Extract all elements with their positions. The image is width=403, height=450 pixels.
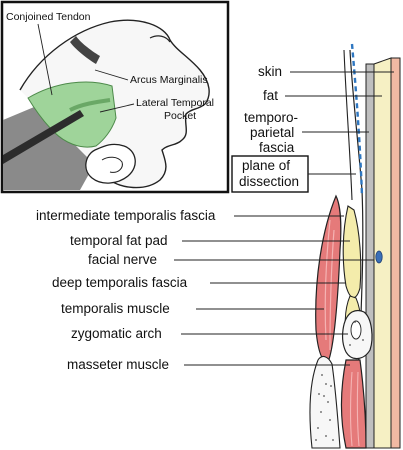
- skin-layer: [390, 57, 401, 449]
- facial-nerve-cross-section: [375, 250, 383, 264]
- inset-leader-conjoined: [37, 23, 53, 96]
- temporalis-muscle: [315, 194, 342, 363]
- mandible-bone: [309, 355, 341, 449]
- inset-leader-pocket: [99, 103, 135, 113]
- masseter-striation-2: [356, 371, 360, 447]
- label-fat: fat: [263, 88, 278, 103]
- plane-of-dissection-box: [231, 155, 309, 193]
- bone-speckles: [315, 321, 364, 441]
- label-temporoparietal-line1: temporo-: [244, 110, 298, 125]
- label-conjoined-tendon: Conjoined Tendon: [6, 11, 91, 23]
- label-zygomatic-arch: zygomatic arch: [71, 326, 162, 341]
- inset-ear: [85, 143, 136, 184]
- label-masseter-muscle: masseter muscle: [67, 357, 169, 372]
- zygomatic-arch-core: [350, 320, 362, 340]
- layer-labels: skin fat temporo- parietal fascia plane …: [231, 64, 394, 193]
- temporalis-striation-1: [324, 219, 331, 341]
- inset-eyebrow: [70, 36, 100, 64]
- label-arcus-marginalis: Arcus Marginalis: [130, 74, 208, 86]
- inset-instrument: [3, 110, 84, 164]
- temporal-fat-pad-upper: [342, 205, 362, 299]
- label-intermediate-temporalis-fascia: intermediate temporalis fascia: [36, 208, 216, 223]
- inset-lateral-pocket: [27, 81, 117, 148]
- label-skin: skin: [258, 64, 282, 79]
- label-temporoparietal-line2: parietal: [250, 125, 294, 140]
- inset-eye: [149, 35, 171, 43]
- masseter-muscle: [340, 359, 367, 449]
- label-lateral-temporal-pocket-line1: Lateral Temporal: [136, 97, 214, 109]
- label-temporalis-muscle: temporalis muscle: [61, 301, 170, 316]
- label-lateral-temporal-pocket-line2: Pocket: [164, 110, 196, 122]
- structure-labels: intermediate temporalis fascia temporal …: [36, 208, 374, 372]
- inset-ear-inner: [101, 156, 123, 173]
- masseter-striation-1: [349, 371, 353, 447]
- inset-panel: Conjoined Tendon Arcus Marginalis Latera…: [0, 0, 230, 194]
- temporalis-striation-2: [329, 229, 335, 351]
- plane-of-dissection-line: [350, 43, 364, 197]
- temporoparietal-fascia-layer: [365, 63, 375, 449]
- label-plane-of-dissection-line2: dissection: [239, 174, 299, 189]
- deep-fascia-upper-line: [343, 49, 353, 201]
- label-temporoparietal-line3: fascia: [259, 140, 295, 155]
- label-temporal-fat-pad: temporal fat pad: [70, 233, 168, 248]
- inset-leader-arcus: [94, 69, 129, 81]
- label-plane-of-dissection-line1: plane of: [242, 158, 290, 173]
- cross-section: [309, 43, 401, 449]
- label-deep-temporalis-fascia: deep temporalis fascia: [52, 275, 188, 290]
- inset-pocket-ridge: [69, 98, 111, 112]
- label-facial-nerve: facial nerve: [88, 252, 157, 267]
